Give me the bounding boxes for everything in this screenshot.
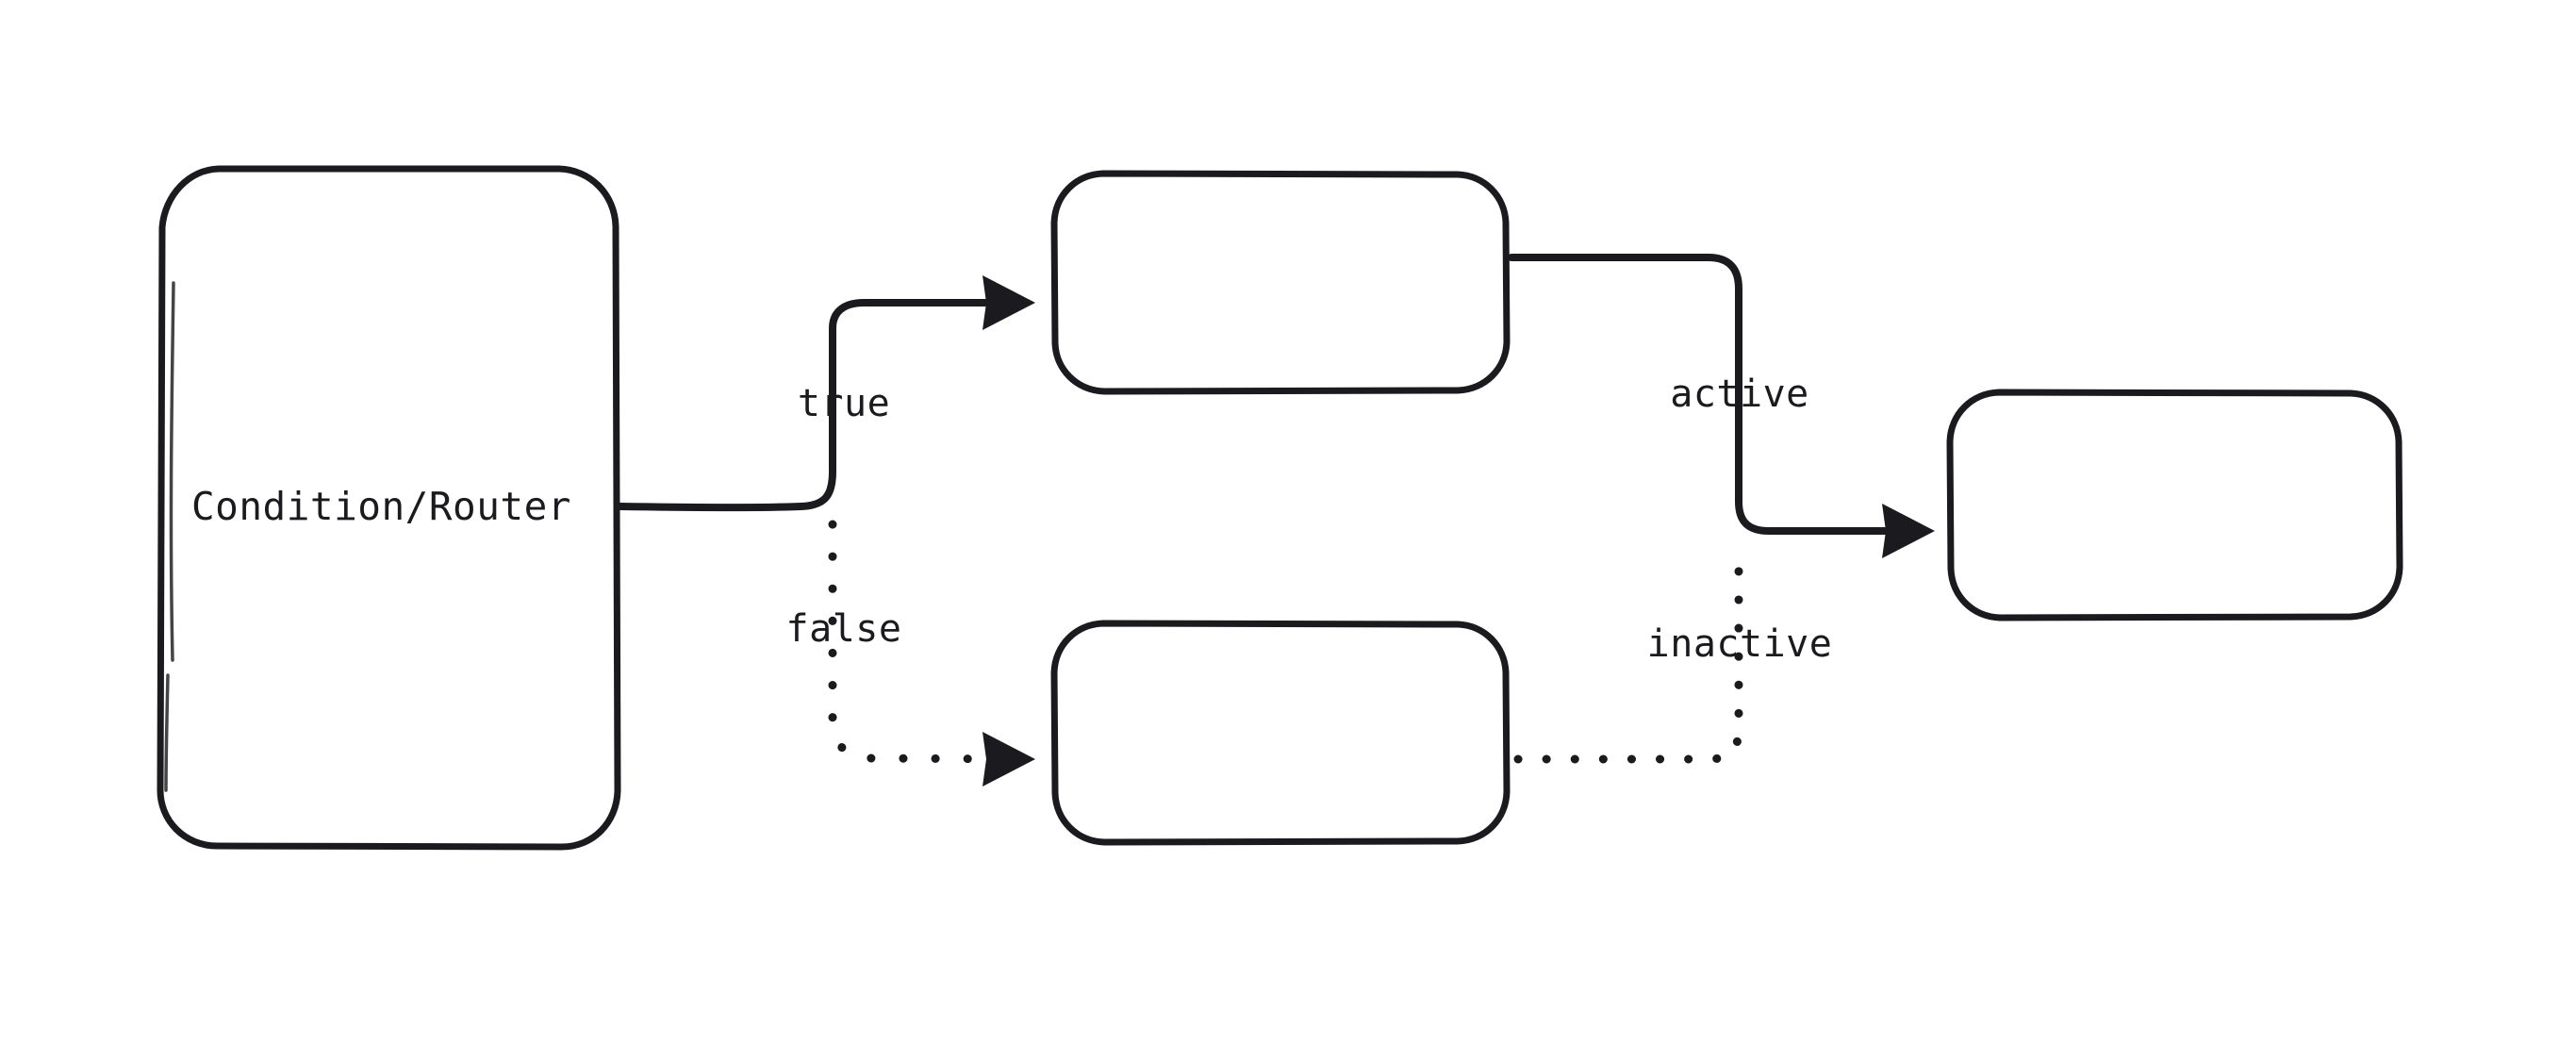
node-merge[interactable]: [1946, 389, 2403, 621]
node-condition-router[interactable]: Condition/Router: [157, 165, 621, 851]
node-condition-router-outline: [157, 165, 621, 851]
edge-true-label: true: [798, 382, 890, 425]
edge-false-path: [828, 520, 1028, 764]
edge-inactive[interactable]: inactive: [1513, 547, 1833, 764]
node-true-branch[interactable]: [1050, 170, 1511, 395]
edge-active-arrowhead: [1882, 504, 1935, 558]
node-condition-router-sketch-pass: [164, 281, 175, 792]
node-true-branch-outline: [1050, 170, 1511, 395]
node-false-branch[interactable]: [1050, 620, 1511, 846]
edge-false[interactable]: false: [786, 520, 1035, 787]
edge-true[interactable]: true: [616, 275, 1035, 512]
edge-false-label: false: [786, 607, 902, 651]
edge-active-path: [1508, 254, 1925, 535]
edge-active[interactable]: active: [1508, 254, 1935, 558]
edge-inactive-label: inactive: [1647, 622, 1833, 666]
node-merge-outline: [1946, 389, 2403, 621]
edge-active-label: active: [1670, 373, 1809, 416]
edge-true-arrowhead: [983, 275, 1035, 330]
node-false-branch-outline: [1050, 620, 1511, 846]
node-condition-router-label: Condition/Router: [191, 484, 571, 529]
edge-true-path: [616, 299, 1030, 512]
edge-false-arrowhead: [983, 732, 1035, 787]
